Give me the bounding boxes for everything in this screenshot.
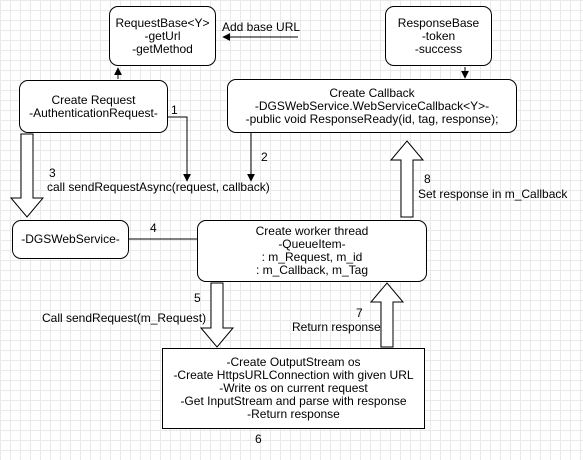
call-send-request-label: Call sendRequest(m_Request) (42, 311, 207, 325)
step6-label: 6 (255, 432, 262, 446)
output-stream-write: -Write os on current request (219, 381, 368, 395)
step1-arrow (167, 116, 191, 182)
response-base-title: ResponseBase (397, 15, 480, 30)
step3-label: 3 (49, 166, 56, 180)
response-base-node: ResponseBase -token -success (385, 6, 492, 66)
worker-thread-request: : m_Request, m_id (261, 250, 363, 264)
step1-label: 1 (171, 103, 178, 117)
create-request-title: Create Request (51, 92, 136, 107)
step8-block-arrow (389, 140, 425, 218)
create-callback-title: Create Callback (329, 85, 415, 100)
worker-thread-queue-item: -QueueItem- (278, 237, 346, 251)
step4-label: 4 (150, 221, 157, 235)
worker-thread-title: Create worker thread (255, 224, 369, 238)
output-stream-node: -Create OutputStream os -Create HttpsURL… (162, 348, 425, 429)
request-base-node: RequestBase<Y> -getUrl -getMethod (109, 6, 216, 66)
worker-thread-node: Create worker thread -QueueItem- : m_Req… (197, 220, 427, 282)
response-base-success: -success (414, 41, 463, 56)
set-response-label: Set response in m_Callback (418, 187, 568, 201)
request-base-geturl: -getUrl (144, 28, 181, 43)
worker-thread-callback: : m_Callback, m_Tag (255, 263, 369, 277)
create-callback-method: -public void ResponseReady(id, tag, resp… (245, 111, 499, 126)
output-stream-parse: -Get InputStream and parse with response (180, 394, 407, 408)
create-callback-node: Create Callback -DGSWebService.WebServic… (227, 79, 517, 133)
response-base-token: -token (421, 28, 456, 43)
return-response-label: Return response (292, 320, 381, 334)
add-base-url-label: Add base URL (222, 20, 301, 34)
create-request-node: Create Request -AuthenticationRequest- (19, 80, 168, 133)
request-base-getmethod: -getMethod (132, 41, 193, 56)
output-stream-connection: -Create HttpsURLConnection with given UR… (173, 368, 414, 382)
output-stream-create: -Create OutputStream os (226, 355, 361, 369)
step5-label: 5 (194, 291, 201, 305)
step7-block-arrow (369, 282, 405, 348)
call-send-request-async-label: call sendRequestAsync(request, callback) (47, 180, 270, 194)
output-stream-return: -Return response (247, 407, 340, 421)
step2-label: 2 (261, 150, 268, 164)
create-request-type: -AuthenticationRequest- (29, 105, 158, 120)
step7-label: 7 (356, 306, 363, 320)
step5-block-arrow (199, 282, 235, 348)
dgs-web-service-node: -DGSWebService- (12, 220, 129, 259)
dgs-web-service-title: -DGSWebService- (21, 232, 120, 246)
step8-label: 8 (424, 172, 431, 186)
create-callback-class: -DGSWebService.WebServiceCallback<Y>- (254, 98, 490, 113)
request-base-title: RequestBase<Y> (115, 15, 210, 30)
step3-block-arrow (9, 133, 45, 218)
